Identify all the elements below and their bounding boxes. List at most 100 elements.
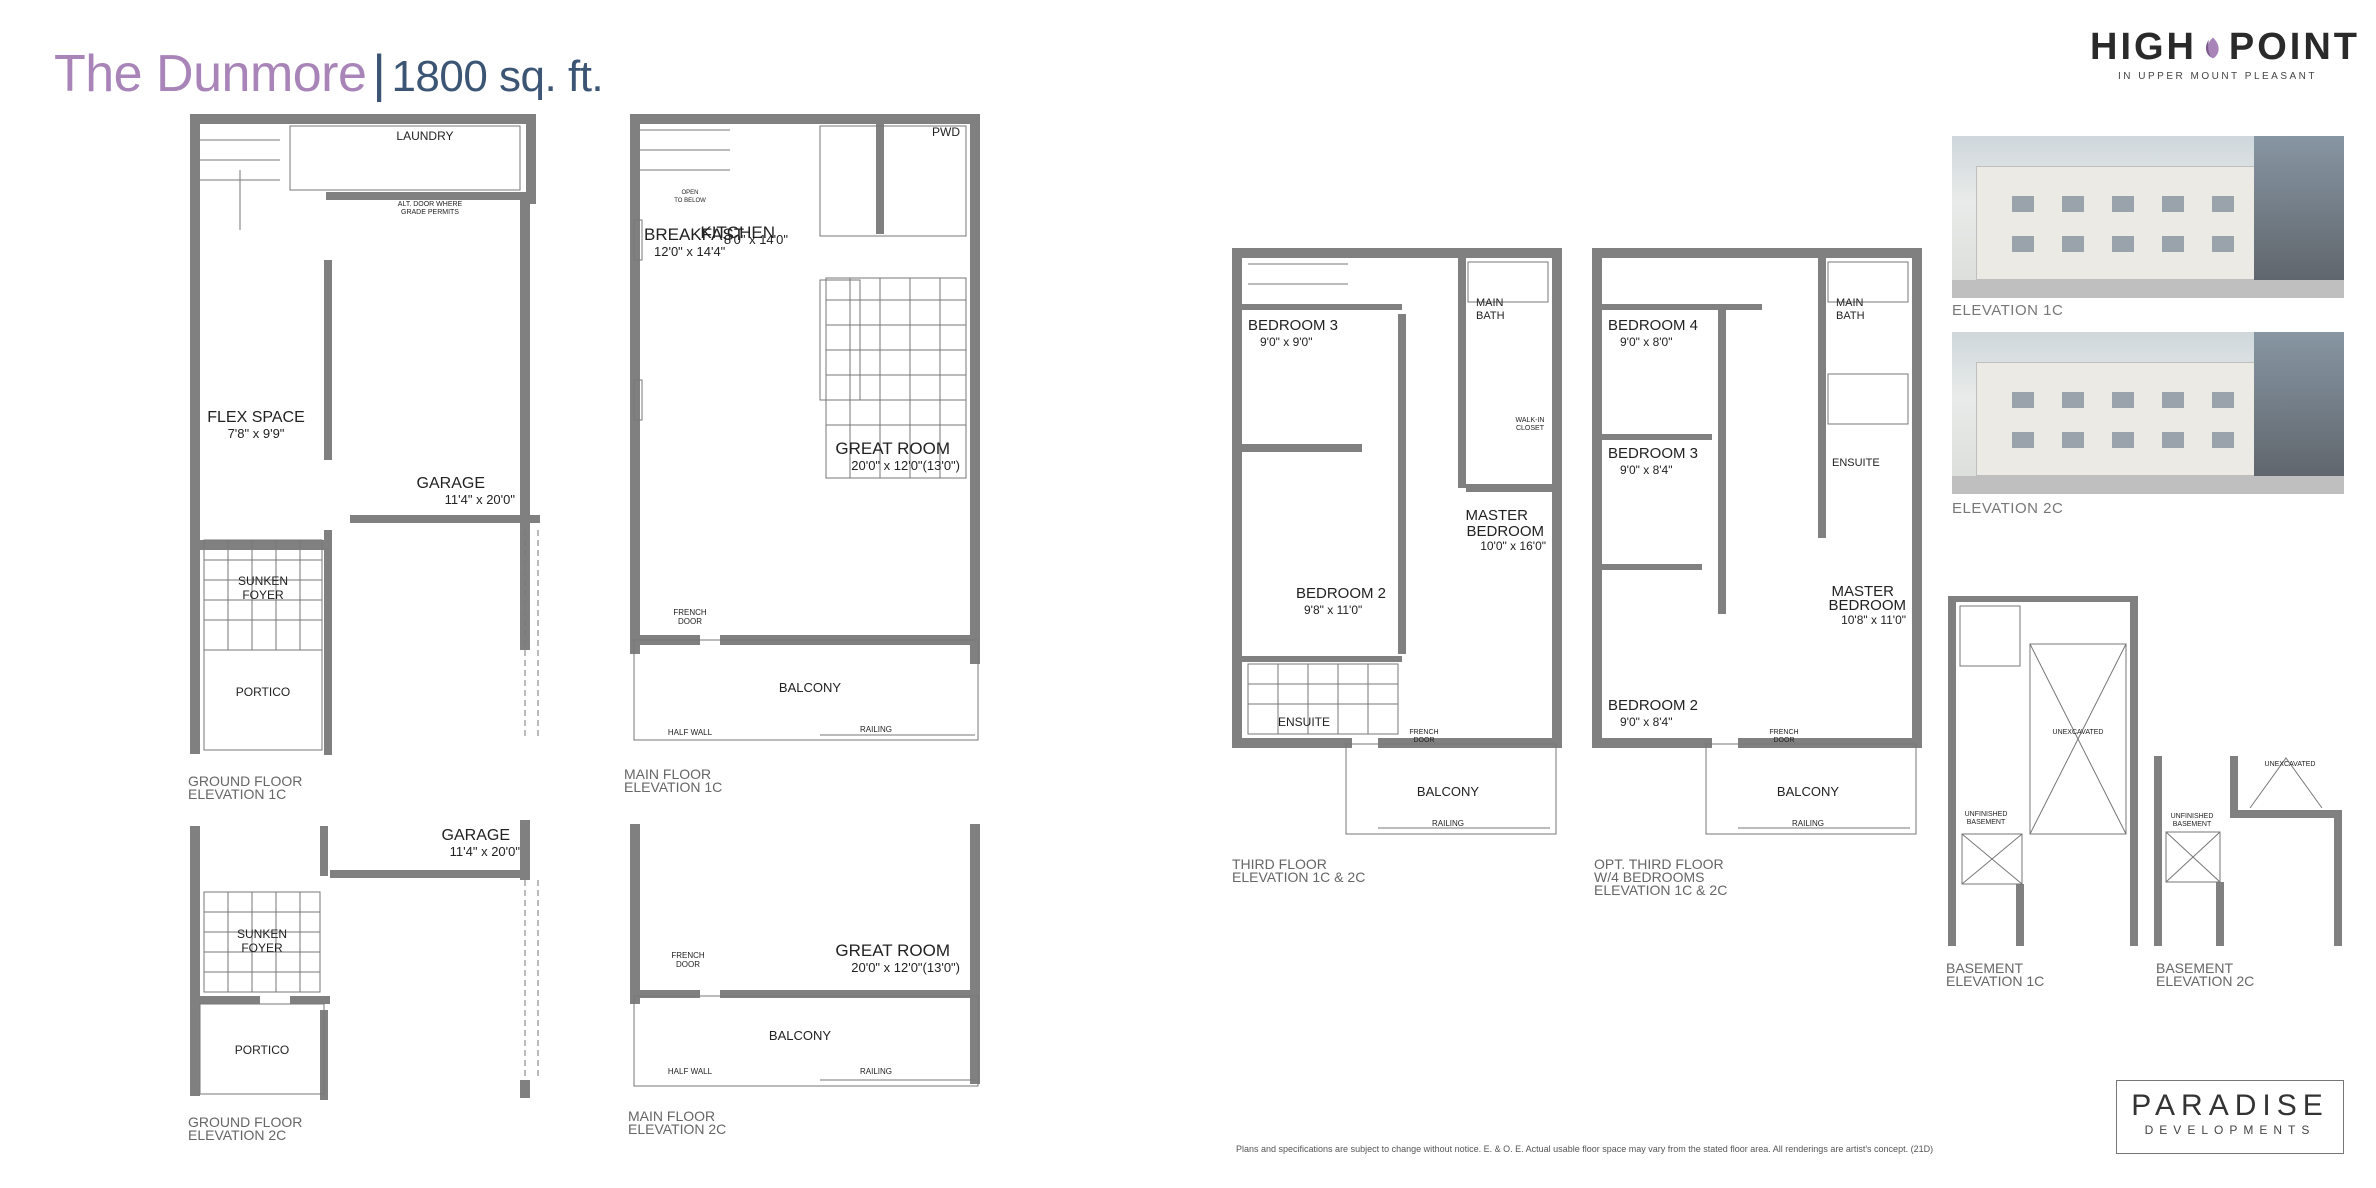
garage-2c-label: GARAGE xyxy=(442,827,510,844)
portico-2c-label: PORTICO xyxy=(235,1043,289,1057)
balcony-label: BALCONY xyxy=(779,680,841,695)
caption-line: THIRD FLOOR xyxy=(1232,856,1327,872)
opt-bedroom4-dim: 9'0" x 8'0" xyxy=(1620,335,1672,349)
opt-railing-label: RAILING xyxy=(1792,819,1824,828)
opt-bedroom4-label: BEDROOM 4 xyxy=(1608,317,1698,334)
half-wall-label: HALF WALL xyxy=(668,728,713,737)
opt-master-2: BEDROOM xyxy=(1828,597,1906,614)
opt-main-bath-1: MAIN xyxy=(1836,297,1864,309)
caption-line: ELEVATION 1C & 2C xyxy=(1232,869,1366,885)
great-room-dim: 20'0" x 12'0"(13'0") xyxy=(851,458,960,473)
master-label-1: MASTER xyxy=(1465,507,1528,524)
great-room-2c-dim: 20'0" x 12'0"(13'0") xyxy=(851,960,960,975)
logo-word-right: POINT xyxy=(2228,26,2360,68)
b1c-unfinished-label-2: BASEMENT xyxy=(1967,819,2006,826)
french-label: FRENCH xyxy=(673,608,707,617)
foyer-label-1: SUNKEN xyxy=(238,574,288,588)
alt-door-label-2: GRADE PERMITS xyxy=(401,209,459,216)
main-floor-1c-caption: MAIN FLOOR ELEVATION 1C xyxy=(624,767,722,794)
ground-floor-1c-caption: GROUND FLOOR ELEVATION 1C xyxy=(188,773,303,802)
caption-line: MAIN FLOOR xyxy=(628,1108,716,1124)
opt-balcony-label: BALCONY xyxy=(1777,784,1839,799)
flex-space-label: FLEX SPACE xyxy=(207,409,305,426)
logo-word-left: HIGH xyxy=(2090,26,2197,68)
bedroom3-label: BEDROOM 3 xyxy=(1248,317,1338,334)
model-name: The Dunmore xyxy=(54,45,367,103)
disclaimer-text: Plans and specifications are subject to … xyxy=(1236,1144,1934,1154)
caption-line: ELEVATION 2C xyxy=(188,1127,287,1143)
open-label: OPEN xyxy=(681,190,698,196)
elevation-2c-label: ELEVATION 2C xyxy=(1952,500,2064,517)
foyer-2c-label-1: SUNKEN xyxy=(237,927,287,941)
third-floor-caption: THIRD FLOOR ELEVATION 1C & 2C xyxy=(1232,856,1366,885)
caption-line: ELEVATION 1C & 2C xyxy=(1594,882,1728,898)
b2c-unexcavated-label: UNEXCAVATED xyxy=(2265,761,2316,768)
paradise-logo: PARADISE DEVELOPMENTS xyxy=(2116,1080,2344,1154)
master-label-2: BEDROOM xyxy=(1466,523,1544,540)
ensuite-label: ENSUITE xyxy=(1278,715,1330,729)
elevation-2c-image xyxy=(1952,332,2344,494)
portico-label: PORTICO xyxy=(236,685,290,699)
foyer-label-2: FOYER xyxy=(242,588,284,602)
french-2c-label: FRENCH xyxy=(671,951,705,960)
bedroom3-dim: 9'0" x 9'0" xyxy=(1260,335,1312,349)
main-floor-1c-plan: PWD OPEN TO BELOW KITCHEN 8'0" x 14'0" B… xyxy=(630,114,980,741)
caption-line: BASEMENT xyxy=(2156,960,2234,976)
caption-line: ELEVATION 2C xyxy=(2156,973,2255,989)
main-bath-label-1: MAIN xyxy=(1476,297,1504,309)
master-dim: 10'0" x 16'0" xyxy=(1480,539,1546,553)
opt-bedroom2-label: BEDROOM 2 xyxy=(1608,697,1698,714)
opt-master-dim: 10'8" x 11'0" xyxy=(1841,613,1906,627)
caption-line: GROUND FLOOR xyxy=(188,773,303,789)
leaf-icon xyxy=(2205,36,2219,59)
opt-master-1: MASTER xyxy=(1831,583,1894,600)
b1c-unexcavated-label: UNEXCAVATED xyxy=(2053,729,2104,736)
garage-2c-dim: 11'4" x 20'0" xyxy=(450,844,521,859)
foyer-2c-label-2: FOYER xyxy=(241,941,283,955)
balcony-3-label: BALCONY xyxy=(1417,784,1479,799)
caption-line: ELEVATION 1C xyxy=(188,786,287,802)
opt-ensuite-label: ENSUITE xyxy=(1832,457,1880,469)
highpoint-logo: HIGH POINT IN UPPER MOUNT PLEASANT xyxy=(2090,26,2360,82)
ground-floor-2c-plan: GARAGE 11'4" x 20'0" SUNKEN FOYER PORTIC… xyxy=(190,820,539,1100)
great-room-label: GREAT ROOM xyxy=(835,439,950,458)
kitchen-label: KITCHEN xyxy=(700,223,775,242)
bedroom2-label: BEDROOM 2 xyxy=(1296,585,1386,602)
opt-bedroom2-dim: 9'0" x 8'4" xyxy=(1620,715,1672,729)
laundry-label: LAUNDRY xyxy=(396,129,453,143)
model-size: 1800 sq. ft. xyxy=(391,52,604,101)
opt-third-floor-caption: OPT. THIRD FLOOR W/4 BEDROOMS ELEVATION … xyxy=(1594,856,1728,898)
balcony-2c-label: BALCONY xyxy=(769,1028,831,1043)
door-3-label: DOOR xyxy=(1414,737,1435,744)
opt-bedroom3-label: BEDROOM 3 xyxy=(1608,445,1698,462)
main-floor-2c-plan: GREAT ROOM 20'0" x 12'0"(13'0") BALCONY … xyxy=(630,824,980,1087)
door-2c-label: DOOR xyxy=(676,960,700,969)
opt-door-label: DOOR xyxy=(1774,737,1795,744)
ground-floor-1c-plan: LAUNDRY ALT. DOOR WHERE GRADE PERMITS FL… xyxy=(190,114,540,755)
caption-line: BASEMENT xyxy=(1946,960,2024,976)
third-floor-plan: BEDROOM 3 9'0" x 9'0" MAIN BATH WALK-IN … xyxy=(1232,248,1562,835)
b1c-unfinished-label-1: UNFINISHED xyxy=(1965,811,2008,818)
bedroom2-dim: 9'8" x 11'0" xyxy=(1304,603,1362,617)
basement-2c-plan: UNEXCAVATED UNFINISHED BASEMENT xyxy=(2154,756,2342,946)
caption-line: GROUND FLOOR xyxy=(188,1114,303,1130)
caption-line: OPT. THIRD FLOOR xyxy=(1594,856,1724,872)
ground-floor-2c-caption: GROUND FLOOR ELEVATION 2C xyxy=(188,1114,303,1143)
elevation-1c-image xyxy=(1952,136,2344,298)
elevation-1c-label: ELEVATION 1C xyxy=(1952,302,2064,319)
opt-bedroom3-dim: 9'0" x 8'4" xyxy=(1620,463,1672,477)
to-below-label: TO BELOW xyxy=(674,198,706,204)
flex-space-dim: 7'8" x 9'9" xyxy=(228,426,285,441)
breakfast-label: BREAKFAST xyxy=(644,225,744,244)
main-floor-2c-caption: MAIN FLOOR ELEVATION 2C xyxy=(628,1108,726,1136)
caption-line: ELEVATION 1C xyxy=(1946,973,2045,989)
walkin-label-1: WALK-IN xyxy=(1516,417,1545,424)
opt-main-bath-2: BATH xyxy=(1836,310,1865,322)
logo-subtitle: IN UPPER MOUNT PLEASANT xyxy=(2118,71,2318,82)
kitchen-dim: 8'0" x 14'0" xyxy=(724,232,788,247)
page-title: The Dunmore|1800 sq. ft. xyxy=(54,44,604,104)
b2c-unfinished-label-1: UNFINISHED xyxy=(2171,813,2214,820)
door-label: DOOR xyxy=(678,617,702,626)
breakfast-dim: 12'0" x 14'4" xyxy=(654,244,726,259)
main-bath-label-2: BATH xyxy=(1476,310,1505,322)
